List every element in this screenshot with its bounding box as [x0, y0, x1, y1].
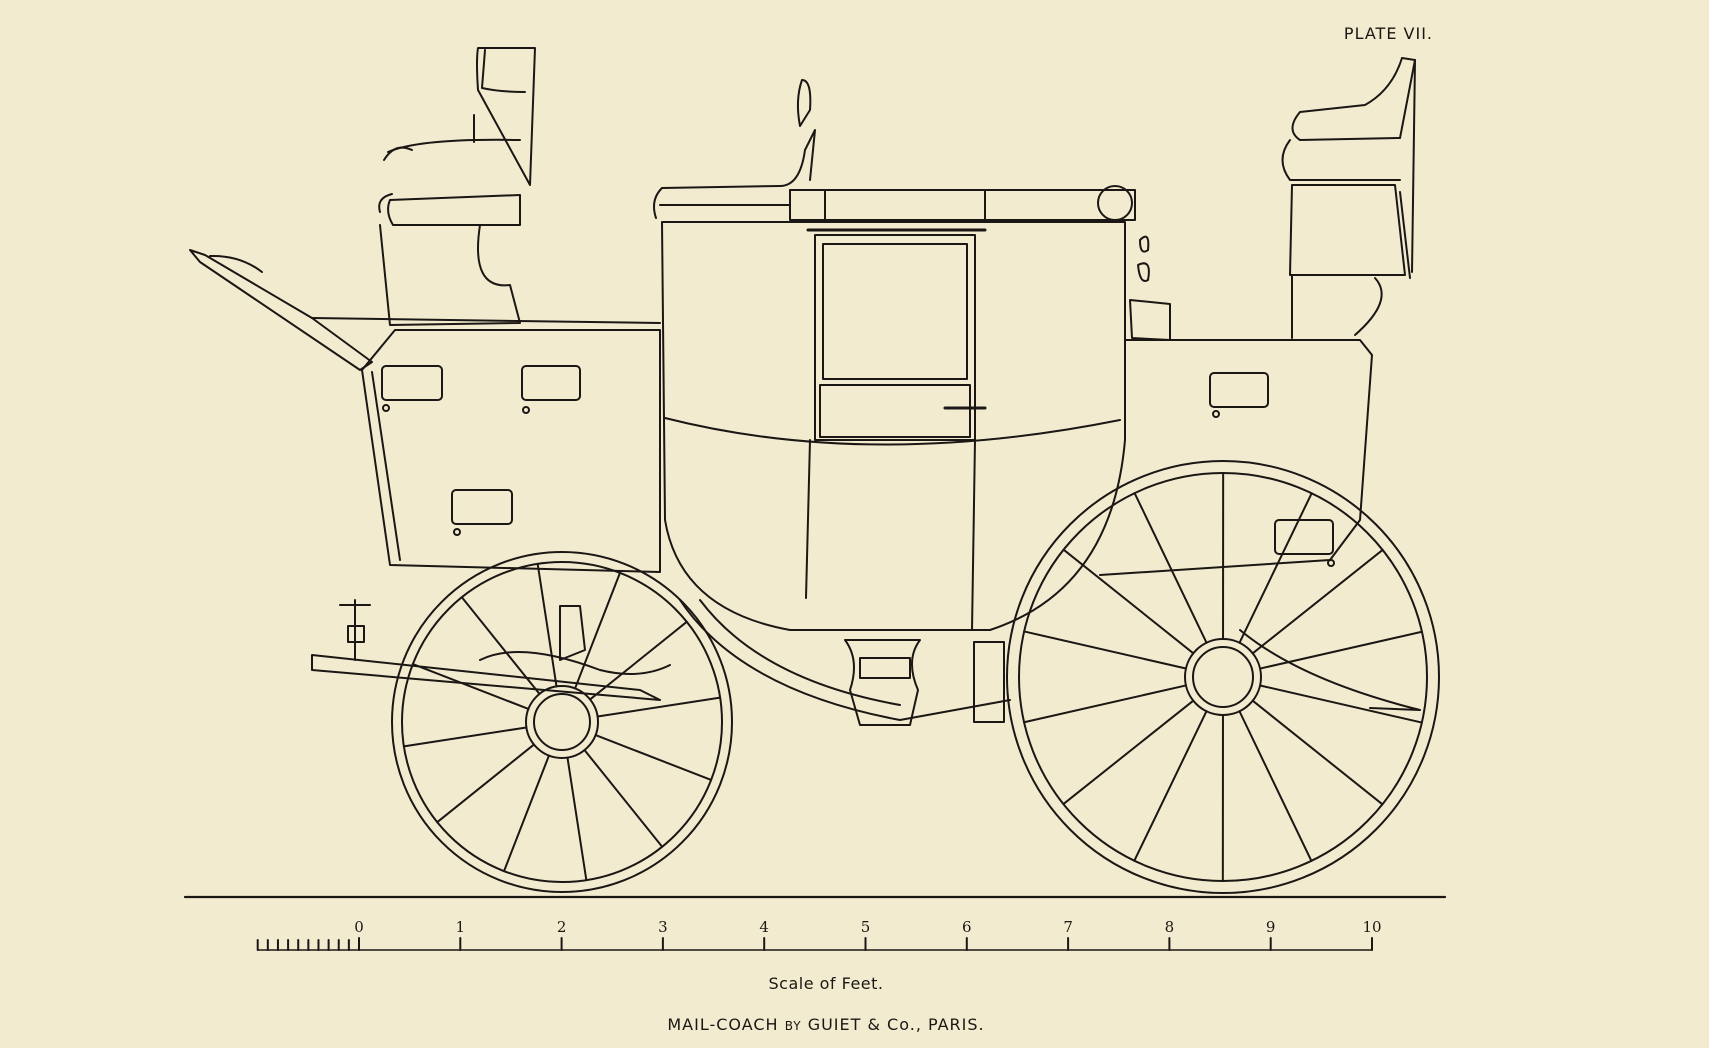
- wheel-spoke: [1238, 492, 1313, 644]
- wheel-spoke: [596, 696, 722, 718]
- wheel-spoke: [1062, 699, 1195, 806]
- wheel-spoke: [1251, 699, 1384, 806]
- rear-wheel: [1006, 460, 1440, 894]
- scale-label: 0: [354, 918, 364, 936]
- wheel-spoke: [503, 754, 550, 873]
- front-seat: [378, 47, 536, 326]
- wheel-spoke: [566, 756, 588, 882]
- wheel-spoke: [460, 596, 541, 695]
- wheel-spoke: [1238, 710, 1313, 862]
- wheel-spoke: [436, 743, 535, 824]
- plate-title: MAIL-COACH BY GUIET & Co., PARIS.: [0, 1015, 1652, 1034]
- wheel-spoke: [1251, 548, 1384, 655]
- scale-bar: [256, 937, 1373, 951]
- scale-label: 8: [1165, 918, 1175, 936]
- wheel-spoke: [1259, 684, 1423, 724]
- rear-seat: [1281, 57, 1416, 339]
- front-wheel: [391, 551, 733, 893]
- wheel-spoke: [1023, 630, 1187, 670]
- footboard: [189, 249, 661, 371]
- title-part1: MAIL-COACH: [667, 1015, 779, 1034]
- wheel-spoke: [1133, 492, 1208, 644]
- scale-caption: Scale of Feet.: [768, 974, 884, 993]
- front-boot: [361, 329, 661, 573]
- wheel-spoke: [589, 620, 688, 701]
- scale-label: 5: [861, 918, 871, 936]
- wheel-spoke: [402, 726, 528, 748]
- scale-label: 4: [759, 918, 769, 936]
- scale-label: 3: [658, 918, 668, 936]
- wheel-spoke: [574, 571, 621, 690]
- scale-label: 10: [1362, 918, 1381, 936]
- plate-number: PLATE VII.: [1343, 24, 1433, 43]
- rear-boot: [1099, 339, 1373, 576]
- scale-label: 9: [1266, 918, 1276, 936]
- wheel-spoke: [1023, 684, 1187, 724]
- scale-label: 6: [962, 918, 972, 936]
- title-part3: GUIET & Co., PARIS.: [807, 1015, 985, 1034]
- scale-label: 1: [456, 918, 466, 936]
- wheel-spoke: [583, 749, 664, 848]
- wheel-spoke: [1133, 710, 1208, 862]
- coach-body: [653, 79, 1171, 631]
- wheel-spoke: [594, 734, 713, 781]
- scale-label: 2: [557, 918, 567, 936]
- wheel-spoke: [1062, 548, 1195, 655]
- scale-label: 7: [1063, 918, 1073, 936]
- wheel-spoke: [1259, 630, 1423, 670]
- title-part2: BY: [784, 1019, 802, 1033]
- undercarriage: [311, 599, 1421, 726]
- wheel-spoke: [536, 562, 558, 688]
- wheel-spoke: [411, 663, 530, 710]
